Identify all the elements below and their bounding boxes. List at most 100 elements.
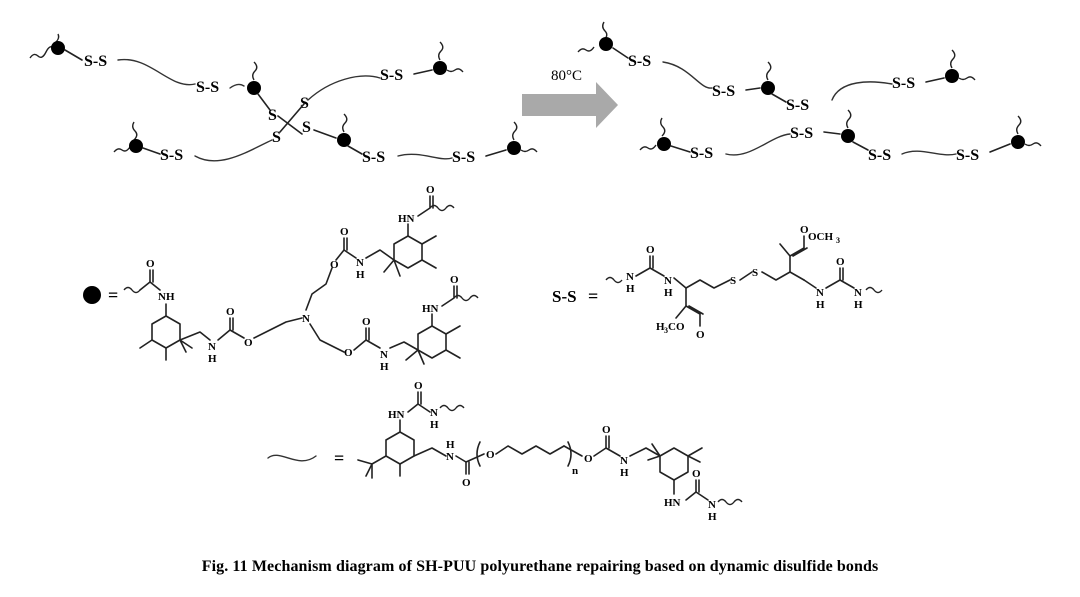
atom-label: O <box>584 453 593 465</box>
disulfide-label: S-S <box>956 147 979 164</box>
atom-label: H <box>380 361 389 373</box>
repeat-bracket <box>567 441 572 467</box>
disulfide-label: S-S <box>690 145 713 162</box>
carbonyl-bond <box>353 327 370 351</box>
disulfide-label: S-S <box>380 67 403 84</box>
atom-label: N <box>208 341 216 353</box>
heating-arrow: 80°C <box>522 68 618 128</box>
polymer-tail <box>342 113 348 133</box>
atom-label: O <box>362 316 371 328</box>
carbonyl-bond <box>139 269 154 291</box>
crosslinker-bead-symbol <box>83 286 101 304</box>
crosslinker-bead <box>129 139 143 153</box>
bond <box>563 445 583 457</box>
polymer-tail <box>1016 115 1022 135</box>
polymer-tail <box>520 148 538 153</box>
polymer-tail <box>252 61 258 81</box>
carbonyl-bond <box>825 267 844 289</box>
atom-label: O <box>800 224 809 236</box>
atom-label: H <box>664 287 673 299</box>
polymer-tail <box>429 204 455 212</box>
crosslinker-bead <box>247 81 261 95</box>
bond <box>465 453 485 463</box>
atom-label: N <box>664 275 672 287</box>
bond <box>675 305 687 319</box>
polymer-tail <box>512 121 518 141</box>
polymer-tail <box>950 49 956 69</box>
cyclohexane-ring <box>371 431 415 479</box>
atom-subscript: 3 <box>664 326 668 335</box>
bond <box>925 77 945 83</box>
crosslinker-bead <box>1011 135 1025 149</box>
bond <box>989 143 1011 153</box>
legend-crosslinker: = O NH N H O O N O O N H HN O <box>83 184 479 373</box>
atom-label: H <box>208 353 217 365</box>
bond <box>673 277 731 289</box>
mechanism-diagram: S-S S-S S S S S S-S S-S S-S S- <box>29 21 1042 523</box>
crosslinker-bead <box>657 137 671 151</box>
bond <box>365 339 381 349</box>
bond <box>605 447 621 457</box>
crosslinker-bead <box>841 129 855 143</box>
crosslinker-bead <box>433 61 447 75</box>
disulfide-label: S-S <box>790 125 813 142</box>
polymer-tail <box>123 286 141 294</box>
atom-label: O <box>450 274 459 286</box>
atom-label: N <box>446 451 454 463</box>
atom-label: O <box>836 256 845 268</box>
polymer-tail <box>438 41 444 61</box>
polymer-tail <box>639 144 657 151</box>
crosslinker-bead <box>761 81 775 95</box>
bond <box>695 491 709 501</box>
atom-label: O <box>602 424 611 436</box>
polymer-tail <box>29 45 55 59</box>
crosslinker-bead <box>945 69 959 83</box>
polymer-tail <box>113 146 131 153</box>
bond <box>313 129 337 139</box>
ester-bond <box>789 235 808 273</box>
bond <box>389 341 419 351</box>
methyl-groups <box>383 235 437 277</box>
atom-label: N <box>854 287 862 299</box>
bond <box>485 149 507 157</box>
atom-label: HN <box>398 213 415 225</box>
atom-label: N <box>626 271 634 283</box>
carbonyl-bond <box>685 479 700 501</box>
polymer-chain <box>901 150 957 156</box>
atom-label: N <box>380 349 388 361</box>
polymer-tail <box>717 498 743 506</box>
chain-symbol <box>267 454 317 462</box>
bond <box>417 403 431 413</box>
polymer-tail <box>1024 142 1042 147</box>
carbonyl-bond <box>417 195 434 217</box>
cyclohexane-ring <box>151 303 181 349</box>
cyclohexane-ring <box>417 325 447 359</box>
equals-sign: = <box>588 286 598 306</box>
temperature-label: 80°C <box>551 68 582 84</box>
polymer-tail <box>846 109 852 129</box>
bond <box>771 93 787 103</box>
polymer-tail <box>605 276 623 284</box>
polymer-tail <box>577 46 595 53</box>
polymer-tail <box>958 76 976 81</box>
methyl-groups <box>139 339 193 361</box>
sulfur-label: S <box>268 107 277 124</box>
network-after-heating: S-S S-S S-S S-S S-S S-S S-S S-S <box>577 21 1042 164</box>
bond <box>179 331 211 341</box>
carbonyl-bond <box>335 237 348 261</box>
polymer-chain <box>725 133 791 156</box>
bond <box>745 87 761 91</box>
atom-label: O <box>426 184 435 196</box>
figure-caption: Fig. 11 Mechanism diagram of SH-PUU poly… <box>201 558 879 575</box>
bond <box>413 447 447 457</box>
disulfide-label: S-S <box>892 75 915 92</box>
carbonyl-bond <box>593 435 610 457</box>
butylene-chain <box>495 445 565 455</box>
bond <box>343 249 357 259</box>
atom-label: O <box>692 468 701 480</box>
sulfur-label: S <box>272 129 281 146</box>
atom-label: O <box>344 347 353 359</box>
bond <box>852 141 869 151</box>
polymer-tail <box>439 404 465 412</box>
